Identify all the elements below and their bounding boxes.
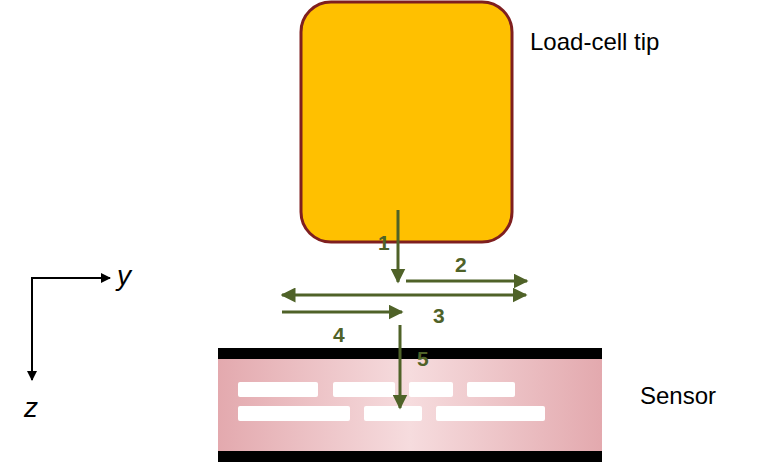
callout-number: 5 [417, 348, 429, 369]
axis-label: z [24, 394, 38, 422]
callout-number: 4 [333, 324, 345, 345]
part-name: Sensor [640, 384, 716, 408]
callout-number: 2 [455, 254, 467, 275]
sensor [218, 348, 602, 462]
part-name: Load-cell tip [530, 30, 659, 54]
force-arrows [282, 210, 527, 408]
callout-number: 1 [378, 232, 390, 253]
callout-number: 3 [433, 305, 445, 326]
axis-label: y [117, 262, 131, 290]
axes [32, 277, 110, 380]
load-cell-tip [301, 2, 512, 242]
